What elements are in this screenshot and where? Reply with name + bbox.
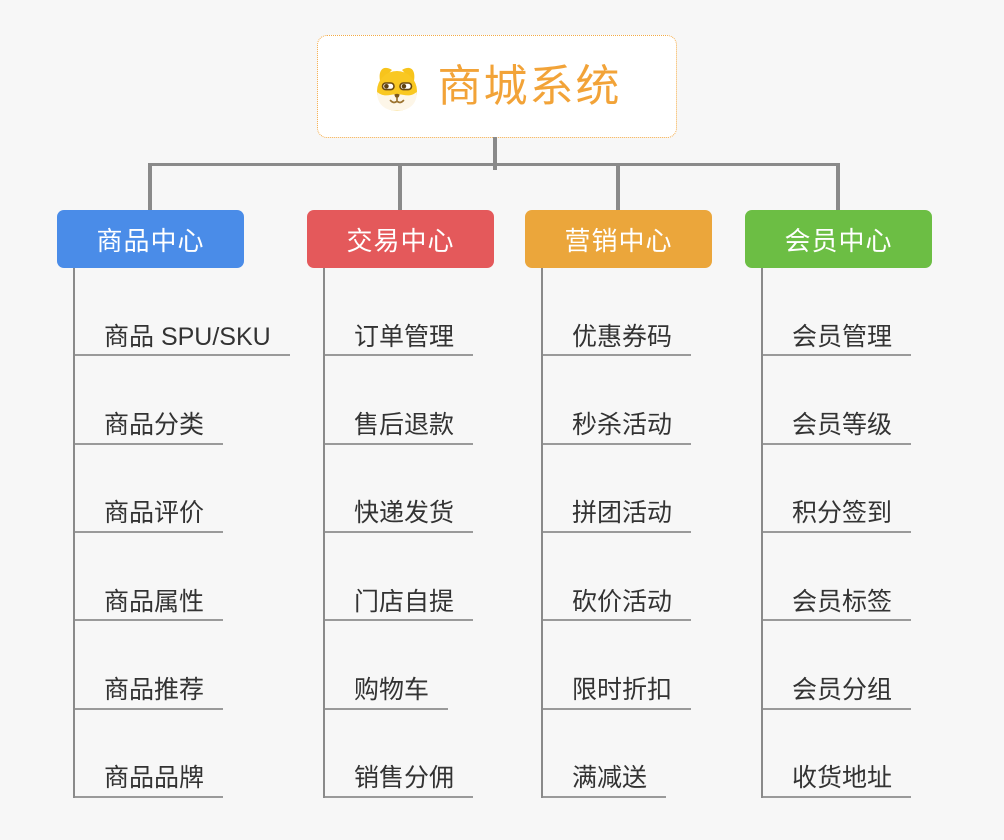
branch-1: 商品中心 商品 SPU/SKU 商品分类 商品评价 商品属性 商品推荐 商品品牌 [57, 163, 307, 823]
leaf-node[interactable]: 会员分组 [761, 676, 912, 710]
leaf-row: 商品属性 [73, 533, 290, 622]
branch-children: 订单管理 售后退款 快递发货 门店自提 购物车 销售分佣 [323, 268, 474, 798]
leaf-node[interactable]: 购物车 [323, 676, 449, 710]
leaf-row: 快递发货 [323, 445, 474, 533]
connector-branch-stem [616, 163, 620, 210]
branch-children: 商品 SPU/SKU 商品分类 商品评价 商品属性 商品推荐 商品品牌 [73, 268, 290, 798]
leaf-row: 会员分组 [761, 621, 912, 710]
branch-children: 优惠券码 秒杀活动 拼团活动 砍价活动 限时折扣 满减送 [541, 268, 692, 798]
leaf-node[interactable]: 秒杀活动 [541, 411, 692, 445]
leaf-node[interactable]: 订单管理 [323, 323, 474, 357]
connector-trunk [73, 268, 75, 798]
leaf-row: 商品评价 [73, 445, 290, 533]
leaf-node[interactable]: 门店自提 [323, 588, 474, 622]
connector-horizontal [148, 163, 840, 166]
leaf-row: 售后退款 [323, 356, 474, 445]
leaf-node[interactable]: 满减送 [541, 764, 667, 798]
leaf-row: 砍价活动 [541, 533, 692, 622]
connector-root-stem [493, 137, 497, 170]
leaf-node[interactable]: 商品品牌 [73, 764, 224, 798]
leaf-row: 商品 SPU/SKU [73, 268, 290, 357]
leaf-node[interactable]: 会员管理 [761, 323, 912, 357]
doge-icon [373, 62, 421, 112]
branch-box-3[interactable]: 营销中心 [525, 210, 712, 268]
leaf-row: 秒杀活动 [541, 356, 692, 445]
branch-box-4[interactable]: 会员中心 [745, 210, 932, 268]
leaf-row: 限时折扣 [541, 621, 692, 710]
branch-label: 商品中心 [96, 225, 205, 256]
leaf-node[interactable]: 商品推荐 [73, 676, 224, 710]
leaf-row: 拼团活动 [541, 445, 692, 533]
leaf-node[interactable]: 会员等级 [761, 411, 912, 445]
branch-box-2[interactable]: 交易中心 [307, 210, 494, 268]
leaf-node[interactable]: 售后退款 [323, 411, 474, 445]
leaf-node[interactable]: 商品 SPU/SKU [73, 323, 290, 357]
root-node[interactable]: 商城系统 [317, 35, 677, 138]
leaf-node[interactable]: 销售分佣 [323, 764, 474, 798]
connector-branch-stem [398, 163, 402, 210]
root-title: 商城系统 [437, 61, 622, 111]
branch-2: 交易中心 订单管理 售后退款 快递发货 门店自提 购物车 销售分佣 [307, 163, 557, 823]
leaf-row: 销售分佣 [323, 710, 474, 798]
leaf-node[interactable]: 限时折扣 [541, 676, 692, 710]
leaf-node[interactable]: 拼团活动 [541, 499, 692, 533]
leaf-node[interactable]: 积分签到 [761, 499, 912, 533]
leaf-row: 商品推荐 [73, 621, 290, 710]
leaf-row: 收货地址 [761, 710, 912, 798]
connector-trunk [541, 268, 543, 798]
leaf-node[interactable]: 优惠券码 [541, 323, 692, 357]
leaf-row: 门店自提 [323, 533, 474, 622]
leaf-row: 购物车 [323, 621, 473, 710]
leaf-row: 会员等级 [761, 356, 912, 445]
leaf-row: 商品分类 [73, 356, 290, 445]
branch-4: 会员中心 会员管理 会员等级 积分签到 会员标签 会员分组 收货地址 [745, 163, 995, 823]
leaf-row: 商品品牌 [73, 710, 290, 798]
leaf-row: 会员管理 [761, 268, 912, 357]
connector-trunk [761, 268, 763, 798]
leaf-node[interactable]: 商品评价 [73, 499, 224, 533]
leaf-node[interactable]: 商品属性 [73, 588, 224, 622]
branch-label: 营销中心 [564, 225, 673, 256]
branch-box-1[interactable]: 商品中心 [57, 210, 244, 268]
leaf-node[interactable]: 商品分类 [73, 411, 224, 445]
leaf-node[interactable]: 收货地址 [761, 764, 912, 798]
leaf-row: 优惠券码 [541, 268, 692, 357]
leaf-row: 积分签到 [761, 445, 912, 533]
leaf-node[interactable]: 会员标签 [761, 588, 912, 622]
branch-label: 交易中心 [346, 225, 455, 256]
connector-branch-stem [836, 163, 840, 210]
connector-branch-stem [148, 163, 152, 210]
leaf-node[interactable]: 砍价活动 [541, 588, 692, 622]
branch-label: 会员中心 [784, 225, 893, 256]
branch-children: 会员管理 会员等级 积分签到 会员标签 会员分组 收货地址 [761, 268, 912, 798]
connector-trunk [323, 268, 325, 798]
branch-3: 营销中心 优惠券码 秒杀活动 拼团活动 砍价活动 限时折扣 满减送 [525, 163, 775, 823]
leaf-row: 订单管理 [323, 268, 474, 357]
leaf-row: 满减送 [541, 710, 691, 798]
leaf-node[interactable]: 快递发货 [323, 499, 474, 533]
leaf-row: 会员标签 [761, 533, 912, 622]
